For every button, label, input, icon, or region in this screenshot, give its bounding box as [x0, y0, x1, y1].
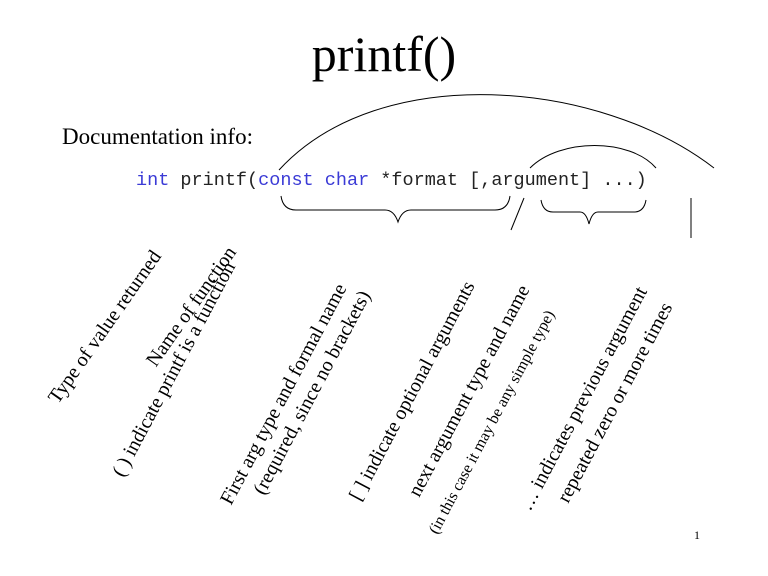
small-arc — [529, 145, 657, 169]
ellipsis-args: ...) — [602, 170, 647, 191]
function-name: printf( — [180, 170, 259, 191]
brace-first-arg — [280, 195, 511, 224]
printf-signature: int printf(const char *format [,argument… — [136, 170, 647, 191]
bracket-pointer — [510, 197, 525, 231]
keyword-const: const — [258, 170, 314, 191]
keyword-int: int — [136, 170, 170, 191]
documentation-label: Documentation info: — [62, 124, 253, 149]
big-arc — [278, 94, 715, 171]
slide-title: printf() — [311, 26, 457, 82]
page-number: 1 — [694, 528, 700, 542]
optional-argument: [,argument] — [469, 170, 592, 191]
brace-argument — [540, 199, 647, 225]
keyword-char: char — [324, 170, 370, 191]
format-param: *format — [380, 170, 459, 191]
